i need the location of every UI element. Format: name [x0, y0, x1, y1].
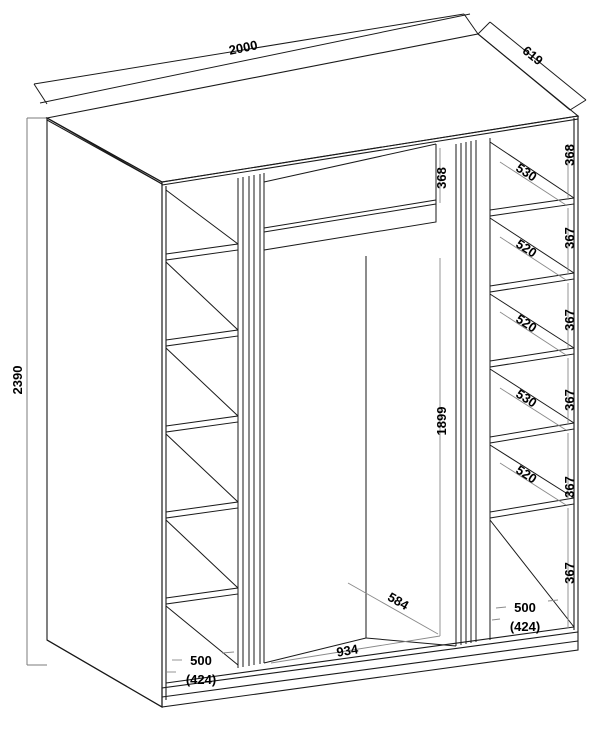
dim-left-500-tick-b [221, 651, 235, 654]
base-mid-line [161, 640, 579, 698]
label-right-h5: 367 [562, 476, 577, 498]
label-right-d3: 520 [513, 311, 539, 335]
label-right-d4: 530 [513, 386, 539, 410]
label-center-base-width: 934 [335, 641, 360, 659]
center-floor-left [263, 637, 367, 664]
dimension-lines-group [26, 117, 47, 666]
dimension-labels-group: 2000 619 2390 368 1899 368 367 367 367 3… [10, 37, 577, 687]
dim-right-d5 [499, 462, 567, 506]
dim-offset-depth [489, 21, 587, 101]
label-center-top-shelf-height: 368 [434, 167, 449, 189]
right-bottom-diag [489, 519, 575, 628]
dim-center-934 [270, 635, 441, 664]
label-right-h2: 367 [562, 227, 577, 249]
label-right-bottom-depth: 500 [514, 600, 536, 615]
dim-right-d4 [499, 387, 567, 431]
right-shelf-4-diag [489, 368, 575, 424]
right-shelf-3 [489, 347, 575, 368]
label-center-base-depth: 584 [385, 589, 412, 613]
left-side-panel [46, 117, 163, 708]
label-right-d2: 520 [513, 236, 539, 260]
top-panel [45, 33, 580, 183]
left-shelf-4 [165, 501, 239, 519]
right-shelf-3-diag [489, 293, 575, 349]
left-shelf-column [165, 173, 265, 700]
dim-tick-depth-top [477, 21, 491, 35]
center-top-shelf [263, 199, 437, 251]
right-shelf-5-diag [489, 444, 575, 499]
dim-line-width-2000 [39, 13, 471, 104]
right-shelf-2 [489, 272, 575, 293]
center-top-back-line [263, 143, 437, 183]
label-left-bottom-depth-alt: (424) [186, 672, 216, 687]
right-shelf-column [489, 138, 575, 640]
label-right-h3: 367 [562, 309, 577, 331]
right-shelf-5 [489, 497, 575, 519]
label-right-h4: 367 [562, 389, 577, 411]
top-dimension-outline [33, 13, 587, 111]
label-overall-width: 2000 [227, 37, 258, 57]
label-overall-height: 2390 [10, 366, 25, 395]
cabinet-body-outline [45, 33, 580, 708]
label-right-d1: 530 [513, 160, 539, 184]
left-shelf-2-diag [165, 261, 239, 331]
base-top-line [165, 626, 575, 684]
label-right-h1: 368 [562, 144, 577, 166]
base-panel [161, 631, 579, 708]
center-top-shelf-front [263, 203, 437, 233]
left-shelf-1-diag [165, 189, 239, 245]
internal-dimension-lines [167, 144, 569, 673]
left-shelf-4-diag [165, 433, 239, 503]
dim-center-584 [347, 582, 439, 635]
dim-tick-width-left [33, 83, 48, 105]
left-shelf-3-diag [165, 347, 239, 417]
left-shelf-1 [165, 243, 239, 261]
left-bottom-diag [165, 605, 239, 666]
dim-right-424-tick-a [491, 618, 501, 621]
right-shelf-1-diag [489, 141, 575, 199]
label-right-d5: 520 [513, 462, 539, 486]
dim-right-d1 [499, 161, 567, 206]
left-shelf-5 [165, 587, 239, 605]
dim-tick-width-right [463, 13, 479, 35]
label-right-bottom-depth-alt: (424) [510, 619, 540, 634]
top-panel-thickness-front [161, 115, 579, 186]
right-shelf-2-diag [489, 217, 575, 274]
center-hanging-column [263, 140, 477, 664]
right-shelf-4 [489, 422, 575, 444]
label-left-bottom-depth: 500 [190, 653, 212, 668]
label-center-hanging-height: 1899 [434, 407, 449, 436]
base-left-edge [46, 639, 163, 708]
dim-right-500-tick-a [495, 606, 507, 609]
left-shelf-2 [165, 329, 239, 347]
dim-right-500-tick-b [547, 599, 559, 602]
dim-offset-width [33, 13, 465, 85]
left-shelf-3 [165, 415, 239, 433]
dim-right-d3 [499, 311, 567, 356]
dim-tick-depth-bottom [569, 99, 587, 111]
label-right-h6: 367 [562, 562, 577, 584]
dim-right-d2 [499, 236, 567, 281]
right-shelf-1 [489, 197, 575, 217]
center-floor-right [365, 637, 457, 647]
left-shelf-5-diag [165, 519, 239, 589]
